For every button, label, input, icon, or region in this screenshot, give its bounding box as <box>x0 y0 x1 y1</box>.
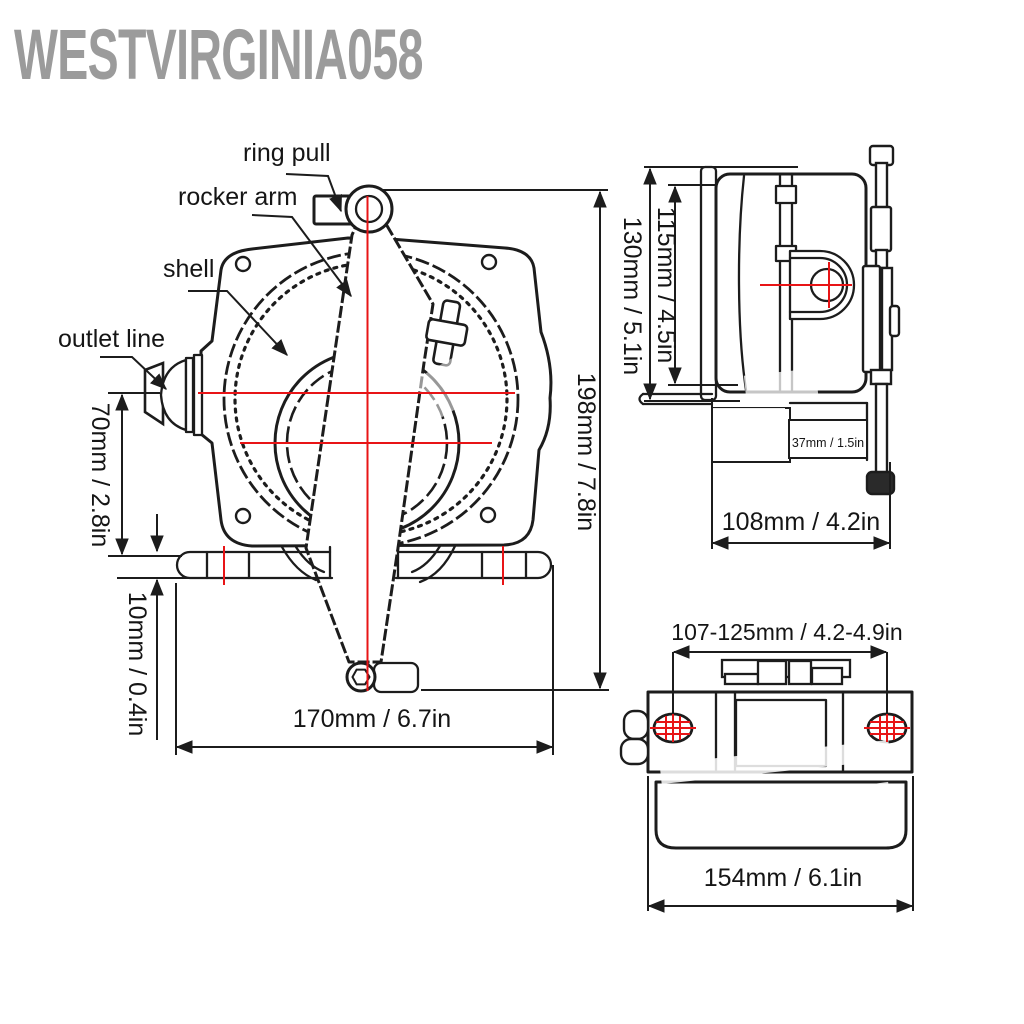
outlet-fitting <box>143 353 204 437</box>
dim-outlet-height: 70mm / 2.8in <box>86 403 114 548</box>
bottom-pivot-hex <box>351 668 371 686</box>
label-shell: shell <box>163 255 214 283</box>
key-shape <box>425 299 469 367</box>
dim-front-height: 198mm / 7.8in <box>572 373 600 531</box>
top-pivot-outer <box>344 184 394 234</box>
dim-side-height-outer: 130mm / 5.1in <box>618 217 646 375</box>
dimension-lines <box>108 166 914 913</box>
dimension-labels: 198mm / 7.8in 170mm / 6.7in 70mm / 2.8in… <box>86 207 903 892</box>
corner-screws <box>234 253 498 525</box>
side-lever-rod <box>861 144 901 496</box>
dim-side-step: 37mm / 1.5in <box>792 436 864 450</box>
bottom-gland <box>619 709 650 766</box>
dim-bottom-width: 154mm / 6.1in <box>704 864 862 892</box>
label-outlet-line: outlet line <box>58 325 165 353</box>
dim-foot-thickness: 10mm / 0.4in <box>123 592 151 737</box>
bottom-view <box>619 658 914 850</box>
slot-crosshatch-right <box>864 714 910 742</box>
slot-crosshatch-left <box>650 714 696 742</box>
label-ring-pull: ring pull <box>243 139 331 167</box>
bottom-clamp <box>720 658 852 686</box>
dim-bottom-hole-spacing: 107-125mm / 4.2-4.9in <box>671 619 902 645</box>
smudge-marks <box>413 345 891 823</box>
dim-side-depth: 108mm / 4.2in <box>722 508 880 536</box>
label-rocker-arm: rocker arm <box>178 183 297 211</box>
side-cover-seam <box>737 174 748 392</box>
top-pivot-inner <box>354 194 384 224</box>
dim-front-width: 170mm / 6.7in <box>293 705 451 733</box>
watermark: WESTVIRGINIA058 <box>14 16 423 95</box>
side-flange <box>699 165 718 402</box>
bottom-pivot-bracket <box>372 661 420 694</box>
centerlines <box>198 196 910 742</box>
dim-side-height-inner: 115mm / 4.5in <box>652 207 680 364</box>
part-labels: ring pull rocker arm shell outlet line <box>58 139 352 390</box>
